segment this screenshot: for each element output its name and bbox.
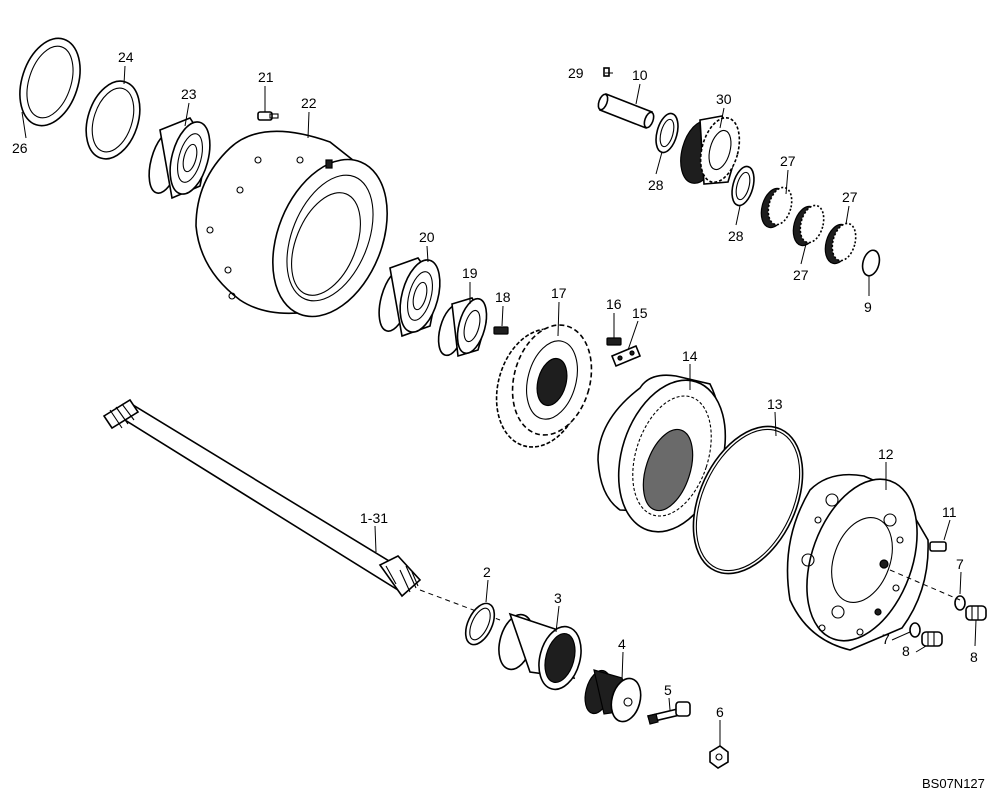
- part-30-planet-gear[interactable]: [674, 113, 746, 187]
- part-17-gear[interactable]: [484, 316, 603, 457]
- callout-7-a: 7: [956, 556, 964, 572]
- part-21-bolt[interactable]: [257, 111, 279, 121]
- part-16-screw[interactable]: [606, 337, 622, 346]
- callout-15: 15: [632, 305, 648, 321]
- part-24-ring[interactable]: [77, 74, 149, 166]
- part-19-nut[interactable]: [434, 296, 492, 359]
- part-3-coupling[interactable]: [493, 611, 587, 694]
- callout-11: 11: [942, 504, 957, 520]
- callout-17: 17: [551, 285, 567, 301]
- callout-9: 9: [864, 299, 872, 315]
- callout-10: 10: [632, 67, 648, 83]
- callout-6: 6: [716, 704, 724, 720]
- callout-labels: 26 24 23 21 22 29 10 30 28 27 28 27 27 9…: [12, 49, 978, 720]
- part-9-snap-ring[interactable]: [860, 248, 882, 277]
- part-26-seal[interactable]: [9, 31, 90, 134]
- part-5-bolt[interactable]: [646, 701, 691, 725]
- part-20-bearing[interactable]: [373, 256, 447, 338]
- callout-8-a: 8: [902, 643, 910, 659]
- part-12-carrier[interactable]: [786, 464, 937, 656]
- part-28-washer-b[interactable]: [728, 164, 758, 208]
- part-15-plate[interactable]: [610, 344, 642, 368]
- part-8-plug-lower[interactable]: [921, 631, 943, 647]
- leader-lines: [21, 65, 977, 746]
- part-8-plug-upper[interactable]: [965, 605, 987, 621]
- callout-28-a: 28: [648, 177, 664, 193]
- part-13-o-ring[interactable]: [672, 409, 825, 591]
- drawing-code: BS07N127: [922, 776, 985, 791]
- callout-29: 29: [568, 65, 584, 81]
- part-1-31-axle-shaft[interactable]: [102, 398, 422, 598]
- callout-16: 16: [606, 296, 622, 312]
- assembly-axis-right: [889, 569, 961, 601]
- callout-8-b: 8: [970, 649, 978, 665]
- callout-19: 19: [462, 265, 478, 281]
- part-27-bearing-c[interactable]: [821, 221, 859, 267]
- part-11-screw[interactable]: [929, 541, 947, 552]
- callout-1-31: 1-31: [360, 510, 388, 526]
- callout-14: 14: [682, 348, 698, 364]
- callout-12: 12: [878, 446, 894, 462]
- part-18-screw[interactable]: [493, 326, 509, 335]
- part-22-hub-housing[interactable]: [195, 130, 409, 333]
- callout-4: 4: [618, 636, 626, 652]
- callout-22: 22: [301, 95, 317, 111]
- part-28-washer-a[interactable]: [652, 111, 682, 155]
- callout-3: 3: [554, 590, 562, 606]
- part-27-bearing-b[interactable]: [789, 203, 827, 249]
- callout-30: 30: [716, 91, 732, 107]
- callout-13: 13: [767, 396, 783, 412]
- callout-26: 26: [12, 140, 28, 156]
- part-6-nut[interactable]: [709, 745, 729, 769]
- callout-27-c: 27: [793, 267, 809, 283]
- part-23-bearing[interactable]: [143, 117, 217, 200]
- part-10-shaft[interactable]: [597, 92, 656, 130]
- callout-20: 20: [419, 229, 435, 245]
- part-29-pin[interactable]: [603, 67, 610, 77]
- part-7-washer-lower[interactable]: [909, 622, 921, 638]
- callout-21: 21: [258, 69, 274, 85]
- callout-23: 23: [181, 86, 197, 102]
- callout-27-b: 27: [842, 189, 858, 205]
- part-2-snap-ring[interactable]: [460, 599, 500, 649]
- callout-24: 24: [118, 49, 134, 65]
- callout-7-b: 7: [882, 631, 890, 647]
- callout-27-a: 27: [780, 153, 796, 169]
- callout-2: 2: [483, 564, 491, 580]
- callout-5: 5: [664, 682, 672, 698]
- part-7-washer-upper[interactable]: [954, 595, 966, 611]
- callout-28-b: 28: [728, 228, 744, 244]
- part-4-pinion[interactable]: [581, 668, 646, 725]
- callout-18: 18: [495, 289, 511, 305]
- part-27-bearing-a[interactable]: [757, 185, 795, 231]
